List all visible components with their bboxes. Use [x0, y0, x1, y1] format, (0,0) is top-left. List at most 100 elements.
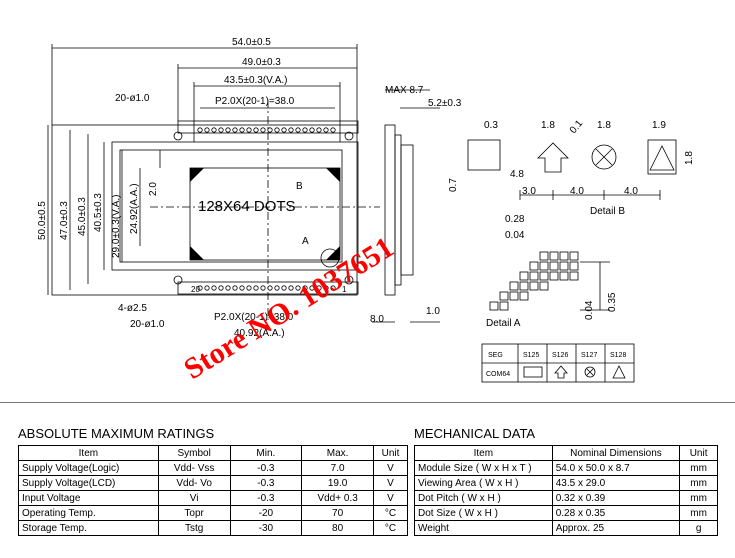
- mechanical-title: MECHANICAL DATA: [414, 426, 536, 441]
- dim-thickness-2: 5.2±0.3: [428, 98, 462, 109]
- top-pins: [197, 127, 336, 133]
- ratings-cell: Input Voltage: [18, 490, 159, 506]
- seg-header-s126: S126: [552, 352, 568, 359]
- detail-a-004b: 0.04: [584, 300, 595, 320]
- seg-header-s128: S128: [610, 352, 626, 359]
- mechanical-cell: 43.5 x 29.0: [551, 475, 681, 491]
- table-row: Supply Voltage(LCD) Vdd- Vo -0.3 19.0 V: [18, 475, 408, 491]
- viewing-area-outline: [119, 149, 343, 263]
- detail-b-19: 1.9: [652, 120, 666, 131]
- detail-b-07: 0.7: [448, 178, 459, 192]
- detail-b-drawing: [467, 139, 677, 200]
- dim-pitch-top: P2.0X(20-1)=38.0: [215, 96, 295, 107]
- mechanical-table: Item Nominal Dimensions Unit Module Size…: [414, 445, 718, 536]
- detail-b-30: 3.0: [522, 186, 536, 197]
- detail-a-caption: Detail A: [486, 318, 521, 329]
- table-row: Supply Voltage(Logic) Vdd- Vss -0.3 7.0 …: [18, 460, 408, 476]
- ratings-cell: 7.0: [301, 460, 375, 476]
- mechanical-cell: mm: [679, 490, 718, 506]
- table-row: Weight Approx. 25 g: [414, 520, 718, 536]
- ratings-title: ABSOLUTE MAXIMUM RATINGS: [18, 426, 215, 441]
- ratings-cell: °C: [373, 505, 408, 521]
- mechanical-header-row: Item Nominal Dimensions Unit: [414, 445, 718, 461]
- detail-b-18c: 1.8: [684, 151, 695, 165]
- seg-cross-icon: [584, 366, 596, 378]
- label-a: A: [302, 236, 309, 247]
- ratings-cell: Vdd- Vo: [157, 475, 231, 491]
- ratings-cell: -0.3: [229, 460, 303, 476]
- ratings-cell: °C: [373, 520, 408, 536]
- active-area-outline: [189, 167, 341, 261]
- mechanical-cell: Dot Size ( W x H ): [414, 505, 553, 521]
- seg-triangle-icon: [612, 365, 626, 379]
- ratings-cell: Vdd- Vss: [157, 460, 231, 476]
- dim-mount-holes: 4-ø2.5: [118, 303, 147, 314]
- mount-hole: [173, 131, 183, 141]
- ratings-cell: Vdd+ 0.3: [301, 490, 375, 506]
- detail-b-40a: 4.0: [570, 186, 584, 197]
- ratings-cell: V: [373, 460, 408, 476]
- ratings-cell: 70: [301, 505, 375, 521]
- ratings-header: Item: [18, 445, 159, 461]
- mechanical-cell: 0.28 x 0.35: [551, 505, 681, 521]
- ratings-table: Item Symbol Min. Max. Unit Supply Voltag…: [18, 445, 408, 536]
- ratings-cell: -20: [229, 505, 303, 521]
- mechanical-cell: mm: [679, 475, 718, 491]
- dim-hole-dia-top: 20-ø1.0: [115, 93, 150, 104]
- pin-1-label: 1: [342, 285, 347, 294]
- dim-max-thickness: MAX 8.7: [385, 85, 424, 96]
- pin-20-label: 20: [191, 285, 200, 294]
- mechanical-header: Item: [414, 445, 553, 461]
- ratings-cell: Operating Temp.: [18, 505, 159, 521]
- ratings-cell: Tstg: [157, 520, 231, 536]
- dim-aa-width: 40.92(A.A.): [234, 328, 285, 339]
- detail-a-pixel-grid: [489, 251, 610, 311]
- detail-a-028: 0.28: [505, 214, 525, 225]
- table-row: Input Voltage Vi -0.3 Vdd+ 0.3 V: [18, 490, 408, 506]
- ratings-cell: -0.3: [229, 475, 303, 491]
- ratings-cell: Supply Voltage(Logic): [18, 460, 159, 476]
- seg-table: [481, 343, 635, 383]
- table-row: Dot Size ( W x H ) 0.28 x 0.35 mm: [414, 505, 718, 521]
- seg-header-s125: S125: [523, 352, 539, 359]
- mechanical-cell: mm: [679, 505, 718, 521]
- section-divider: [0, 402, 735, 403]
- mechanical-cell: g: [679, 520, 718, 536]
- dim-va-width: 43.5±0.3(V.A.): [224, 75, 288, 86]
- ratings-cell: Storage Temp.: [18, 520, 159, 536]
- ratings-cell: V: [373, 475, 408, 491]
- table-row: Operating Temp. Topr -20 70 °C: [18, 505, 408, 521]
- watermark: Store NO. 1037651: [178, 231, 399, 386]
- mechanical-cell: Approx. 25: [551, 520, 681, 536]
- mechanical-cell: 54.0 x 50.0 x 8.7: [551, 460, 681, 476]
- dim-va-height: 29.0±0.3(V.A.): [111, 195, 122, 259]
- dim-pitch-bottom: P2.0X(20-1)=38.0: [214, 312, 294, 323]
- dim-overall-height: 50.0±0.5: [37, 201, 48, 240]
- mechanical-drawing: 54.0±0.5 49.0±0.3 43.5±0.3(V.A.) P2.0X(2…: [37, 37, 695, 386]
- ratings-cell: Topr: [157, 505, 231, 521]
- mechanical-cell: Dot Pitch ( W x H ): [414, 490, 553, 506]
- ratings-cell: V: [373, 490, 408, 506]
- ratings-cell: 19.0: [301, 475, 375, 491]
- dim-width-1: 1.0: [426, 306, 440, 317]
- dim-pcb-width: 49.0±0.3: [242, 57, 281, 68]
- ratings-cell: -30: [229, 520, 303, 536]
- detail-a-035: 0.35: [607, 292, 618, 312]
- ratings-cell: Supply Voltage(LCD): [18, 475, 159, 491]
- seg-arrow-icon: [554, 365, 568, 379]
- detail-b-01: 0.1: [568, 118, 586, 136]
- dim-pin-holes-bottom: 20-ø1.0: [130, 319, 165, 330]
- ratings-header-row: Item Symbol Min. Max. Unit: [18, 445, 408, 461]
- detail-b-caption: Detail B: [590, 206, 625, 217]
- dim-height-3: 45.0±0.3: [77, 197, 88, 236]
- table-row: Storage Temp. Tstg -30 80 °C: [18, 520, 408, 536]
- mechanical-cell: Module Size ( W x H x T ): [414, 460, 553, 476]
- mechanical-header: Unit: [679, 445, 718, 461]
- dim-offset: 2.0: [148, 182, 159, 196]
- label-b: B: [296, 181, 303, 192]
- mount-hole: [344, 131, 354, 141]
- mechanical-cell: mm: [679, 460, 718, 476]
- seg-header-s127: S127: [581, 352, 597, 359]
- ratings-header: Symbol: [157, 445, 231, 461]
- mechanical-cell: Weight: [414, 520, 553, 536]
